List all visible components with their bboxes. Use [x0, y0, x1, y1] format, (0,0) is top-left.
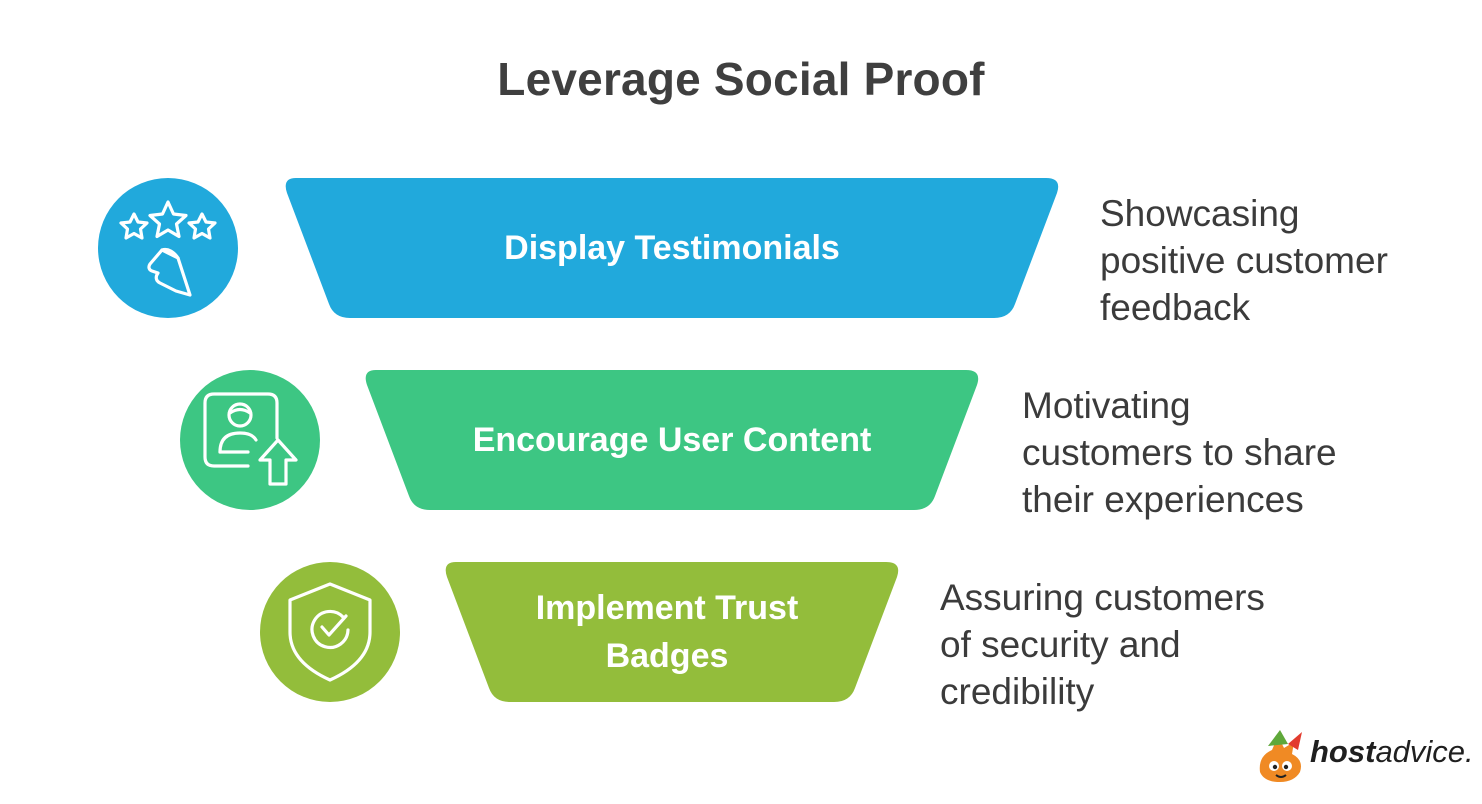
user-upload-icon: [203, 392, 298, 486]
logo-wordmark-host: host: [1310, 734, 1376, 769]
tier-2-description-line: their experiences: [1022, 479, 1304, 520]
tier-1-description-line: feedback: [1100, 287, 1251, 328]
tier-3-description-line: of security and: [940, 624, 1181, 665]
tier-1-icon-circle: [98, 178, 238, 318]
tier-2-band: Encourage User Content: [362, 370, 982, 510]
fox-mascot-icon: [1259, 730, 1302, 782]
logo-wordmark-advice: advice.: [1375, 734, 1474, 769]
tier-2-description: Motivating customers to share their expe…: [1022, 382, 1337, 523]
tier-3-icon-circle: [260, 562, 400, 702]
tier-1-description: Showcasing positive customer feedback: [1100, 190, 1388, 331]
tier-3-label-line: Implement Trust: [535, 589, 799, 627]
tier-1-description-line: Showcasing: [1100, 193, 1300, 234]
tier-2-description-line: customers to share: [1022, 432, 1337, 473]
tier-3-band: Implement Trust Badges: [442, 562, 902, 702]
tier-1-band: Display Testimonials: [282, 178, 1062, 318]
page-title: Leverage Social Proof: [497, 53, 985, 105]
tier-3-description: Assuring customers of security and credi…: [940, 574, 1265, 715]
tier-2-label: Encourage User Content: [472, 421, 872, 459]
tier-1-description-line: positive customer: [1100, 240, 1388, 281]
tier-3-description-line: credibility: [940, 671, 1095, 712]
logo-wordmark: hostadvice.: [1310, 734, 1474, 770]
stars-review-icon: [119, 200, 217, 297]
tier-3-description-line: Assuring customers: [940, 577, 1265, 618]
tier-2-icon-circle: [180, 370, 320, 510]
shield-check-icon: [288, 582, 372, 682]
tier-2-description-line: Motivating: [1022, 385, 1191, 426]
hostadvice-logo: hostadvice.: [1254, 726, 1474, 786]
tier-1-label: Display Testimonials: [504, 229, 840, 267]
tier-3-label-line: Badges: [605, 637, 729, 675]
